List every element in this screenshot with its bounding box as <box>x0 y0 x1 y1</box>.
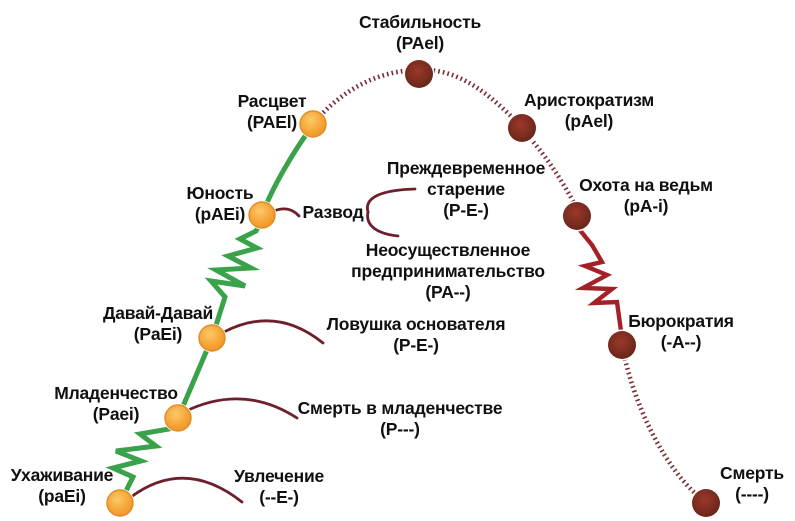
stage-code: (PaEi) <box>133 324 183 344</box>
stage-name: Ухаживание <box>10 465 114 485</box>
annotation-line: Ловушка основателя <box>326 314 506 334</box>
fork-divorce-to-unfulfilled <box>366 210 400 238</box>
dot-adolescence <box>248 201 276 229</box>
dot-stability <box>405 60 433 88</box>
stage-label-witch-hunt: Охота на ведьм (pA-i) <box>579 175 713 217</box>
stage-code: (pA-i) <box>623 196 669 216</box>
stage-label-aristocracy: Аристократизм (pAel) <box>524 90 654 132</box>
aging-curve-aristocracy-to-witchhunt <box>525 133 577 205</box>
connector-founders-trap <box>222 319 325 345</box>
crisis-zigzag-witchhunt-to-bureaucracy <box>574 226 624 334</box>
stage-label-infancy: Младенчество (Paei) <box>54 383 178 425</box>
annotation-code: (P-E-) <box>443 200 489 220</box>
fork-divorce-to-premature-aging <box>366 187 417 214</box>
stage-label-adolescence: Юность (pAEi) <box>187 183 254 225</box>
stage-label-go-go: Давай-Давай (PaEi) <box>103 303 213 345</box>
annotation-line: Смерть в младенчестве <box>297 398 503 418</box>
stage-code: (pAEi) <box>194 204 246 224</box>
dot-bureaucracy <box>608 331 636 359</box>
stage-name: Смерть <box>720 463 784 483</box>
connector-divorce <box>272 207 301 218</box>
stage-name: Младенчество <box>54 383 178 403</box>
dot-death <box>692 489 720 517</box>
stage-label-bureaucracy: Бюрократия (-A--) <box>628 311 734 353</box>
growth-stage-dots <box>105 109 328 518</box>
aging-stage-dots <box>403 58 722 519</box>
annotation-affair: Увлечение (--E-) <box>234 466 324 508</box>
annotation-premature-aging: Преждевременное старение (P-E-) <box>387 158 545 221</box>
stage-code: (pAel) <box>564 111 614 131</box>
stage-name: Давай-Давай <box>102 303 214 323</box>
annotation-line: Неосуществленное <box>365 240 531 260</box>
annotation-code: (--E-) <box>259 487 299 507</box>
stage-code: (Paei) <box>92 404 140 424</box>
annotation-code: (P-E-) <box>393 335 439 355</box>
annotation-line: Развод <box>302 202 364 222</box>
connector-affair <box>129 476 244 504</box>
growth-zigzag-gogo-to-adolescence <box>204 215 265 341</box>
stage-label-prime: Расцвет (PAEl) <box>238 91 307 133</box>
stage-name: Бюрократия <box>628 311 734 331</box>
dot-courtship <box>106 489 134 517</box>
stage-name: Охота на ведьм <box>579 175 713 195</box>
stage-name: Стабильность <box>358 12 482 32</box>
connector-infant-mortality <box>182 397 299 420</box>
stage-name: Юность <box>186 183 254 203</box>
stage-code: (-A--) <box>660 332 702 352</box>
stage-code: (PAEl) <box>246 112 297 132</box>
stage-name: Расцвет <box>237 91 307 111</box>
annotation-infant-mortality: Смерть в младенчестве (P---) <box>298 398 503 440</box>
annotation-line: старение <box>427 179 505 199</box>
stage-label-courtship: Ухаживание (paEi) <box>10 465 114 507</box>
annotation-code: (P---) <box>380 419 420 439</box>
stage-label-stability: Стабильность (PAel) <box>359 12 481 54</box>
stage-code: (paEi) <box>38 486 86 506</box>
annotation-line: Преждевременное <box>386 158 546 178</box>
annotation-code: (PA--) <box>425 282 471 302</box>
aging-curve-bureaucracy-to-death <box>622 358 701 499</box>
stage-name: Аристократизм <box>524 90 654 110</box>
dot-witch-hunt <box>563 202 591 230</box>
dot-aristocracy <box>508 114 536 142</box>
aging-curve-prime-to-aristocracy <box>318 67 522 127</box>
stage-code: (----) <box>735 484 769 504</box>
stage-label-death: Смерть (----) <box>720 463 784 505</box>
dot-prime <box>299 110 327 138</box>
annotation-unfulfilled-entrepreneurship: Неосуществленное предпринимательство (PA… <box>351 240 545 303</box>
annotation-line: предпринимательство <box>351 261 545 281</box>
dot-infancy <box>164 404 192 432</box>
dot-go-go <box>198 324 226 352</box>
growth-zigzag-courtship-to-infancy <box>105 415 181 506</box>
annotation-line: Увлечение <box>233 466 325 486</box>
annotation-divorce: Развод <box>303 202 364 223</box>
annotation-founders-trap: Ловушка основателя (P-E-) <box>327 314 506 356</box>
stage-code: (PAel) <box>395 33 445 53</box>
